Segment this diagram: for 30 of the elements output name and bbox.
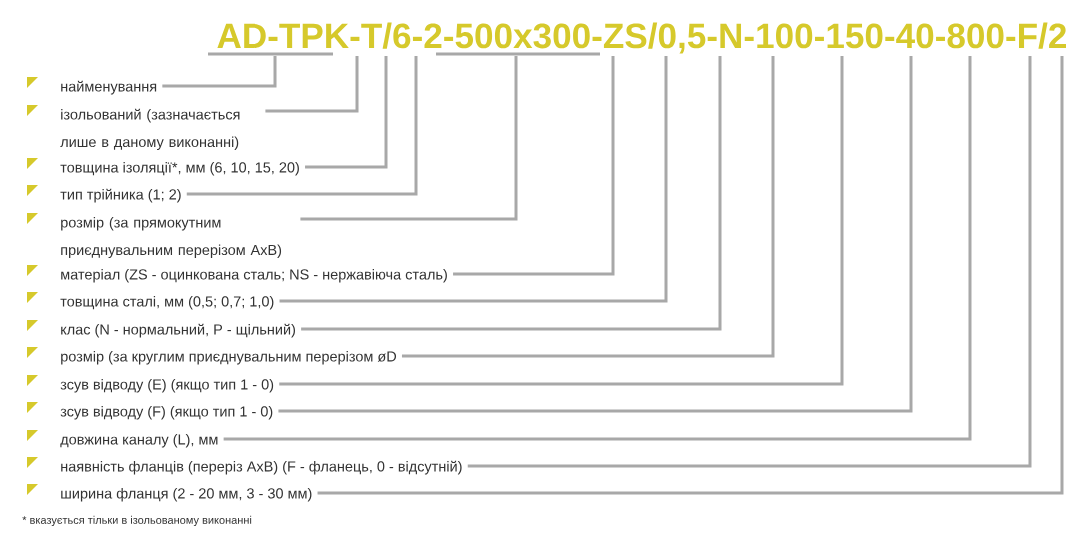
description-text: розмір (за круглим приєднувальним перерізом øD	[61, 350, 397, 365]
leader-line	[278, 56, 913, 413]
code-title: AD-TPK-T/6-2-500x300-ZS/0,5-N-100-150-40-800-F/2	[217, 22, 1066, 54]
leader-line	[300, 56, 518, 221]
description-text: товщина сталі, мм (0,5; 0,7; 1,0)	[60, 295, 274, 310]
footnote-text: * вказується тільки в ізольованому виконанні	[22, 515, 252, 527]
leader-line	[162, 56, 277, 88]
leader-line	[279, 56, 844, 386]
leader-line	[305, 56, 388, 169]
description-text: розмір (за прямокутним приєднувальним перерізом AxB)	[61, 216, 282, 258]
description-text: ширина фланця (2 - 20 мм, 3 - 30 мм)	[61, 487, 312, 502]
description-text: матеріал (ZS - оцинкована сталь; NS - нержавіюча сталь)	[61, 268, 447, 283]
leader-line	[223, 56, 972, 441]
description-text: зсув відводу (E) (якщо тип 1 - 0)	[60, 378, 274, 393]
leader-line	[265, 56, 359, 113]
leader-line	[467, 56, 1032, 468]
leader-line	[186, 56, 418, 196]
description-text: зсув відводу (F) (якщо тип 1 - 0)	[60, 405, 273, 420]
description-text: товщина ізоляції*, мм (6, 10, 15, 20)	[60, 161, 299, 176]
description-text: клас (N - нормальний, P - щільний)	[61, 323, 295, 338]
leader-line	[317, 56, 1064, 495]
description-text: тип трійника (1; 2)	[60, 188, 181, 203]
description-text: наявність фланців (переріз AxB) (F - фланець, 0 - відсутній)	[61, 460, 462, 475]
description-text: ізольований (зазначається лише в даному виконанні)	[60, 108, 240, 150]
leader-line	[279, 56, 668, 303]
description-text: найменування	[61, 80, 157, 95]
leader-line	[301, 56, 722, 331]
leader-line	[453, 56, 615, 276]
description-text: довжина каналу (L), мм	[60, 433, 218, 448]
leader-line	[401, 56, 775, 358]
